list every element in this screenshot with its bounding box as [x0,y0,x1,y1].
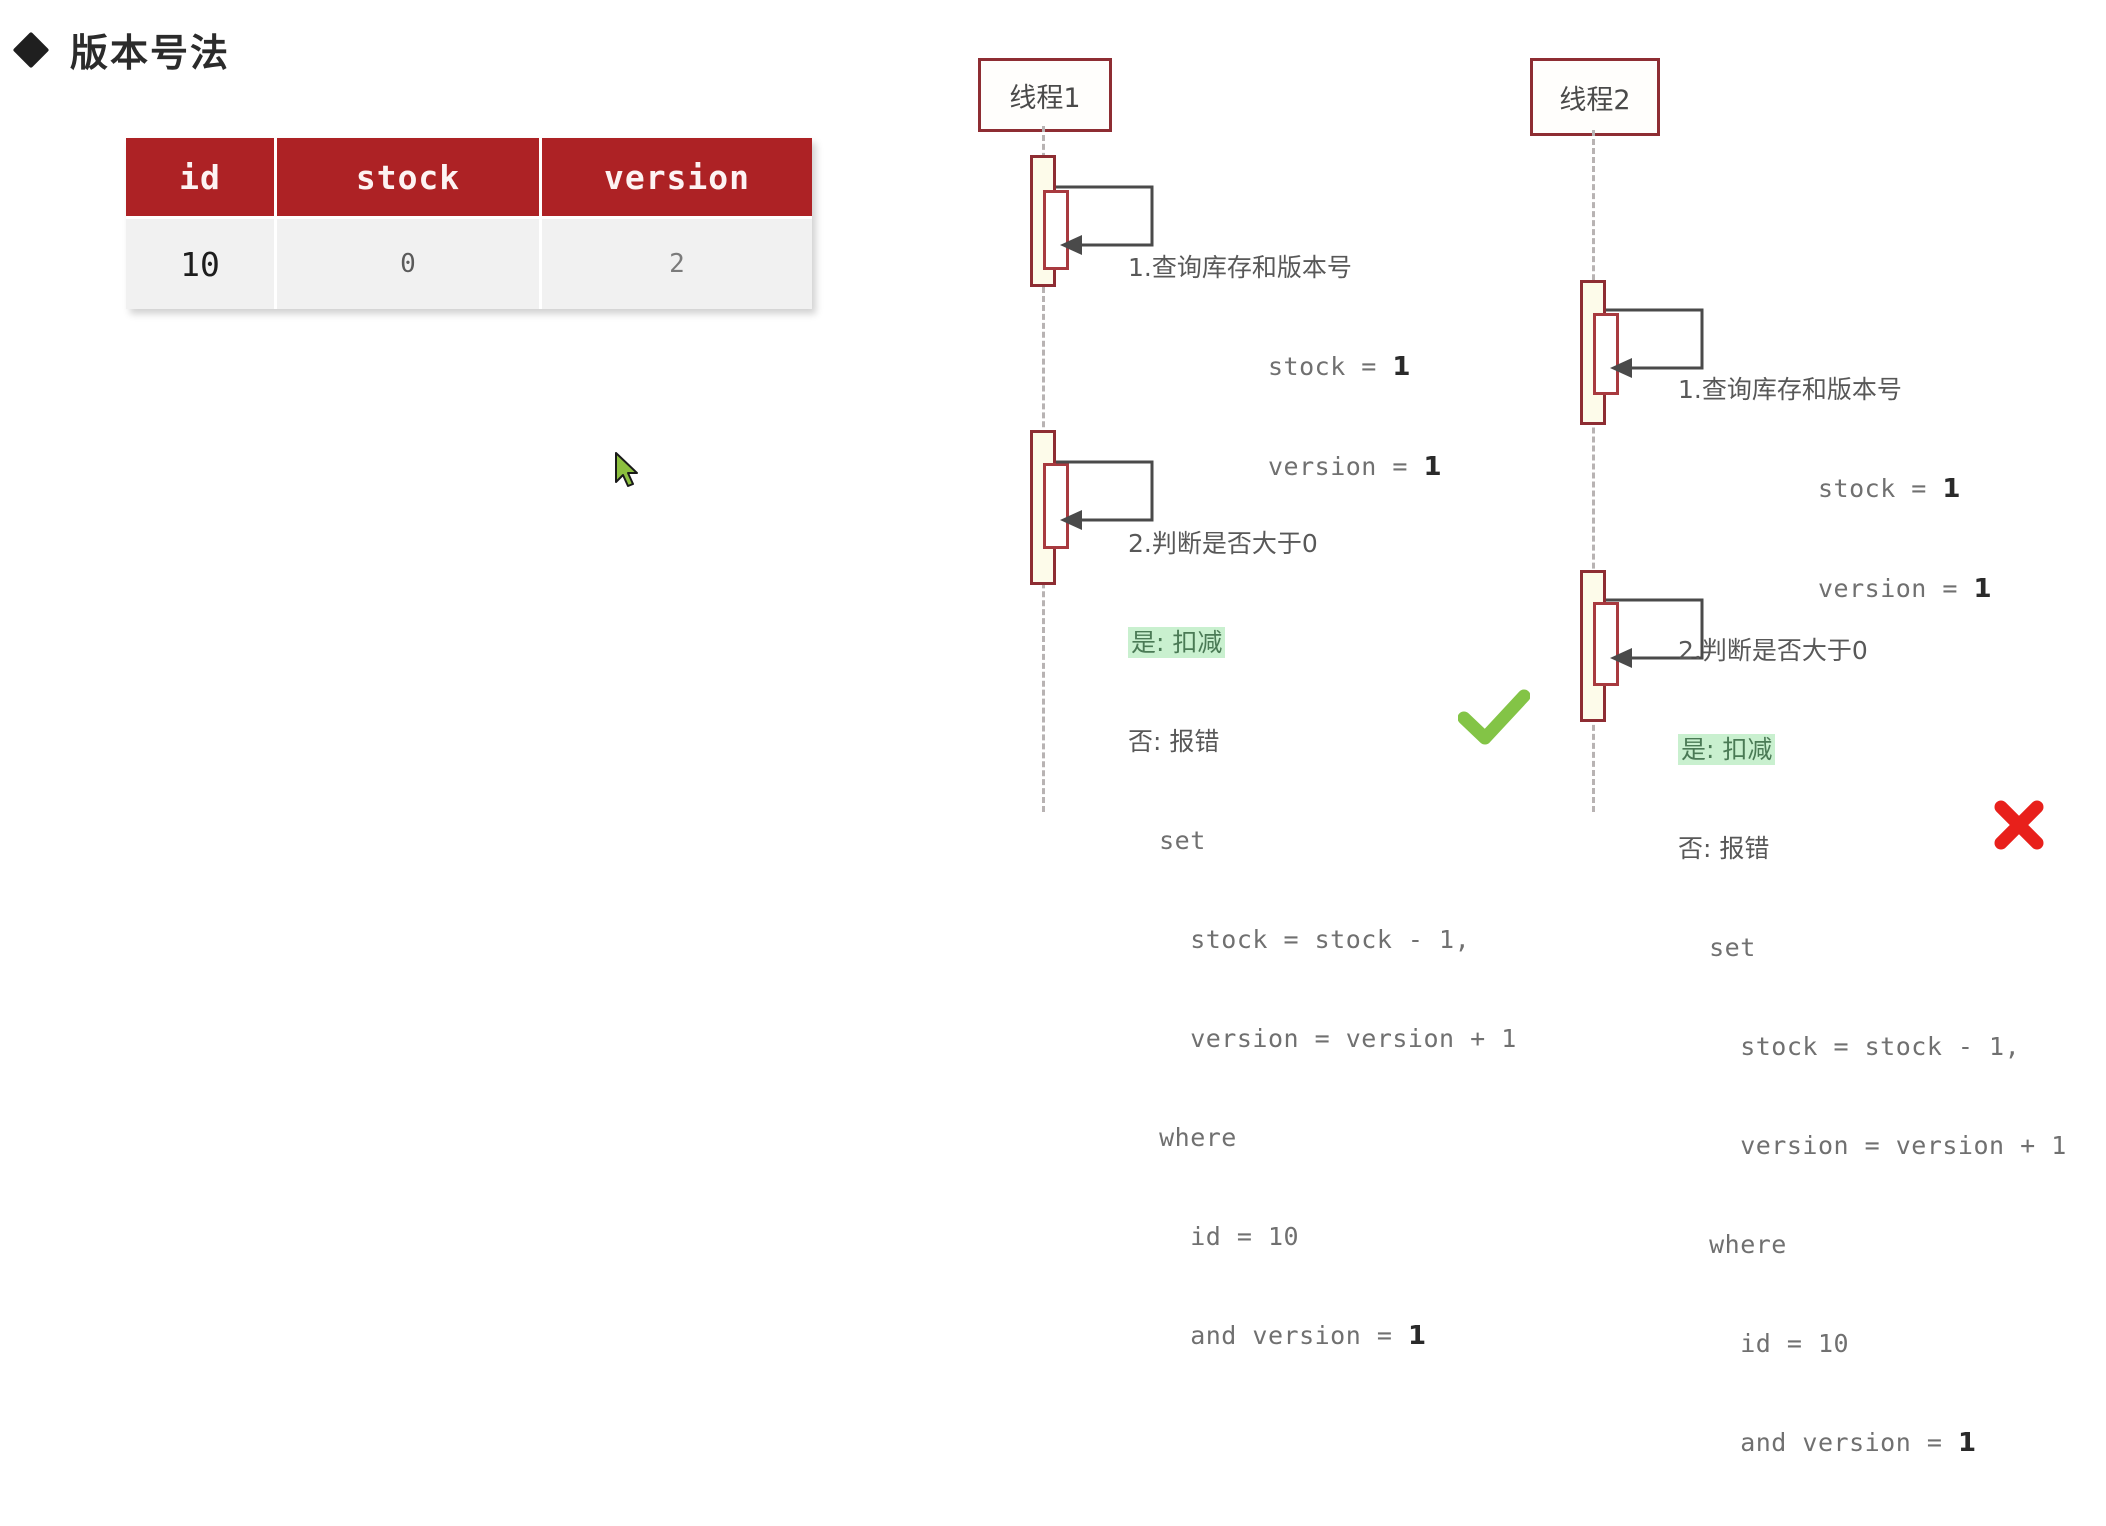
sql-line-thread1-2-4: id = 10 [1128,1222,1300,1251]
actor-label-thread1: 线程1 [1009,82,1081,114]
sql-line-thread2-2-2: version = version + 1 [1678,1131,2067,1160]
message-thread1-1: 1.查询库存和版本号 stock = 1 version = 1 [1128,185,1442,551]
message-detail-thread2-1a: stock = 1 [1818,474,1962,504]
message-detail-thread1-1b: version = 1 [1268,452,1443,483]
message-thread2-1: 1.查询库存和版本号 stock = 1 version = 1 [1678,307,1992,673]
column-header-version: version [542,138,812,216]
stock-table: id stock version 10 0 2 [126,138,812,309]
message-thread1-2: 2.判断是否大于0 是: 扣减 否: 报错 set stock = stock … [1128,461,1517,1419]
activation-bar-inner-thread2-2 [1593,602,1619,686]
mouse-cursor-icon [615,452,638,487]
actor-box-thread1: 线程1 [978,58,1112,132]
activation-bar-inner-thread2-1 [1593,313,1619,395]
table-header-row: id stock version [126,138,812,216]
sql-line-thread1-2-2: version = version + 1 [1128,1024,1517,1053]
stock-table-wrapper: id stock version 10 0 2 [126,138,812,309]
sql-line-thread2-2-4: id = 10 [1678,1329,1850,1358]
sql-line-thread2-2-5: and version = 1 [1678,1428,1977,1458]
activation-bar-inner-thread1-2 [1043,463,1069,549]
sql-line-thread1-2-3: where [1128,1123,1237,1152]
lifeline-thread2 [1592,130,1595,812]
message-thread2-2: 2.判断是否大于0 是: 扣减 否: 报错 set stock = stock … [1678,568,2067,1526]
message-detail-thread2-1b: version = 1 [1818,574,1993,605]
failure-cross-icon [1994,800,2044,850]
success-check-icon [1458,689,1530,745]
self-message-arrow-thread1-1 [1056,185,1154,255]
sql-line-thread2-2-3: where [1678,1230,1787,1259]
message-yes-thread2-2: 是: 扣减 [1678,733,2067,766]
self-message-arrow-thread2-2 [1606,598,1704,668]
sequence-diagram: 线程1 1.查询库存和版本号 stock = 1 version = 1 2.判… [978,58,2066,1458]
self-message-arrow-thread1-2 [1056,460,1154,530]
sql-line-thread1-2-5: and version = 1 [1128,1321,1427,1351]
actor-label-thread2: 线程2 [1559,84,1631,116]
sql-line-thread2-2-1: stock = stock - 1, [1678,1032,2021,1061]
message-yes-thread1-2: 是: 扣减 [1128,626,1517,659]
actor-box-thread2: 线程2 [1530,58,1660,136]
cell-id: 10 [126,216,277,309]
cell-version: 2 [542,216,812,309]
message-detail-thread1-1a: stock = 1 [1268,352,1412,382]
slide-canvas: 版本号法 id stock version 10 0 2 [12,22,2067,1458]
message-step-thread1-2: 2.判断是否大于0 [1128,529,1318,558]
message-step-thread1-1: 1.查询库存和版本号 [1128,253,1352,282]
page-title: 版本号法 [12,22,231,77]
sql-line-thread2-2-0: set [1678,933,1756,962]
activation-bar-inner-thread1-1 [1043,190,1069,270]
message-no-thread1-2: 否: 报错 [1128,727,1220,756]
self-message-arrow-thread2-1 [1606,308,1704,378]
column-header-stock: stock [277,138,542,216]
message-step-thread2-2: 2.判断是否大于0 [1678,636,1868,665]
sql-line-thread1-2-1: stock = stock - 1, [1128,925,1471,954]
sql-line-thread1-2-0: set [1128,826,1206,855]
cell-stock: 0 [277,216,542,309]
column-header-id: id [126,138,277,216]
message-step-thread2-1: 1.查询库存和版本号 [1678,375,1902,404]
page-title-text: 版本号法 [70,31,231,75]
table-row: 10 0 2 [126,216,812,309]
